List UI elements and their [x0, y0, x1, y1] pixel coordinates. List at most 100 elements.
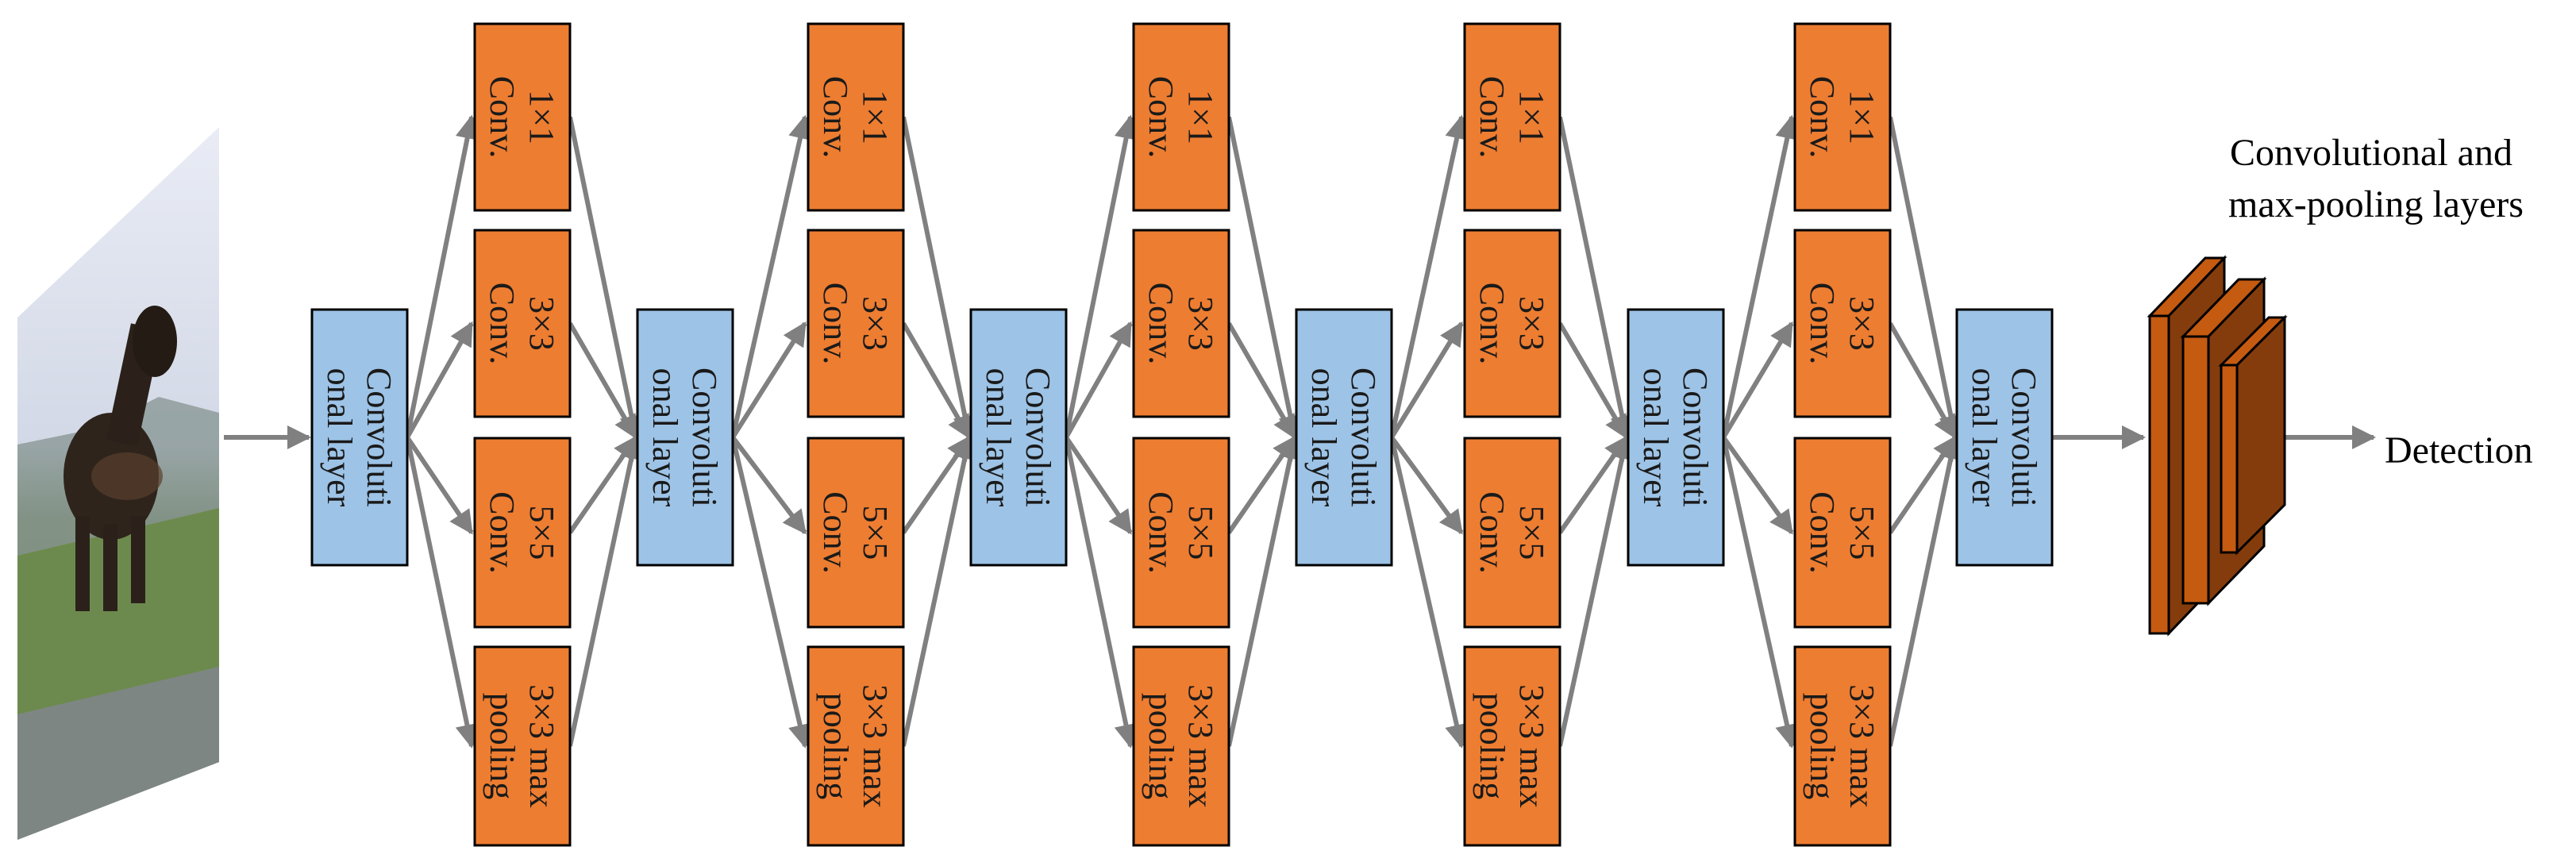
- branch-label-line: 5×5: [1842, 506, 1881, 560]
- branch-label-line: 1×1: [522, 90, 561, 144]
- branch-label-line: Conv.: [816, 283, 855, 365]
- branch-label-line: Conv.: [1142, 283, 1180, 365]
- connection-arrows: [224, 114, 2376, 748]
- arrow: [405, 437, 479, 748]
- branch-label-line: pooling: [483, 693, 522, 799]
- conv-layer-label-line: Convoluti: [2004, 368, 2043, 507]
- arrow: [1389, 321, 1464, 439]
- conv-layer-box: Convolutional layer: [636, 308, 734, 567]
- branch-label-line: Conv.: [1803, 76, 1842, 159]
- conv-layer-label: Convolutional layer: [645, 368, 724, 507]
- arrow: [1721, 437, 1799, 748]
- branch-label-line: 3×3: [856, 296, 895, 351]
- arrow: [1064, 321, 1133, 439]
- branch-label-line: Conv.: [1473, 76, 1511, 159]
- branch-label-line: 1×1: [856, 90, 895, 144]
- arrow: [568, 435, 644, 747]
- branch-label-line: Conv.: [1142, 76, 1180, 159]
- branch-label-line: 5×5: [1181, 506, 1220, 560]
- branch-label-line: 3×3: [522, 296, 561, 351]
- arrow: [568, 321, 638, 440]
- conv-layer-label-line: Convoluti: [1018, 368, 1057, 507]
- branch-label-line: 5×5: [1512, 506, 1551, 560]
- conv-layer-box: Convolutional layer: [1295, 308, 1393, 567]
- branch-label-line: 3×3 max: [1181, 684, 1220, 808]
- conv-layer-box: Convolutional layer: [310, 308, 409, 567]
- conv-layer-box: Convolutional layer: [1955, 308, 2054, 567]
- branch-label-line: 3×3 max: [1842, 684, 1881, 808]
- arrow: [1064, 437, 1138, 748]
- conv-pooling-blocks: [2147, 255, 2288, 637]
- branch-label-line: 3×3 max: [856, 684, 895, 808]
- conv-layer-label-line: onal layer: [645, 368, 684, 507]
- branch-label-line: Conv.: [483, 491, 522, 574]
- conv-layer-box: Convolutional layer: [1627, 308, 1725, 567]
- conv-layer-label-line: Convoluti: [360, 368, 399, 507]
- branch-label-line: Conv.: [816, 491, 855, 574]
- conv-layer-label: Convolutional layer: [1636, 368, 1715, 507]
- conv-layer-label: Convolutional layer: [1304, 368, 1383, 507]
- branch-label-line: 3×3 max: [522, 684, 561, 808]
- arrow: [1558, 321, 1629, 440]
- branch-label-line: pooling: [816, 693, 855, 799]
- branch-label-line: 3×3: [1512, 296, 1551, 351]
- arrow: [1558, 435, 1634, 747]
- conv-layer-label-line: onal layer: [1636, 368, 1675, 507]
- arrow: [730, 437, 812, 748]
- branch-label-line: pooling: [1142, 693, 1180, 799]
- arrow: [730, 321, 807, 439]
- conv-layer-label-line: onal layer: [979, 368, 1018, 507]
- block-label: Convolutional and max-pooling layers: [2228, 132, 2524, 225]
- conv-layer-label: Convolutional layer: [320, 368, 399, 507]
- arrow: [405, 114, 479, 438]
- branch-label-line: 1×1: [1181, 90, 1220, 144]
- arrow: [1389, 114, 1469, 438]
- branch-label-line: 1×1: [1842, 90, 1881, 144]
- arrow: [1064, 114, 1138, 438]
- conv-layer-label: Convolutional layer: [979, 368, 1057, 507]
- branch-label-line: Conv.: [1803, 491, 1842, 574]
- branch-label-line: Conv.: [1142, 491, 1180, 574]
- branch-label-line: Conv.: [1473, 491, 1511, 574]
- arrow: [730, 436, 807, 535]
- detection-label: Detection: [2385, 429, 2533, 471]
- branch-label-line: 5×5: [522, 506, 561, 560]
- branch-label-line: Conv.: [483, 283, 522, 365]
- branch-label-line: Conv.: [1803, 283, 1842, 365]
- arrow: [1558, 116, 1635, 440]
- arrow: [1226, 321, 1297, 440]
- branch-label-line: Conv.: [1473, 283, 1511, 365]
